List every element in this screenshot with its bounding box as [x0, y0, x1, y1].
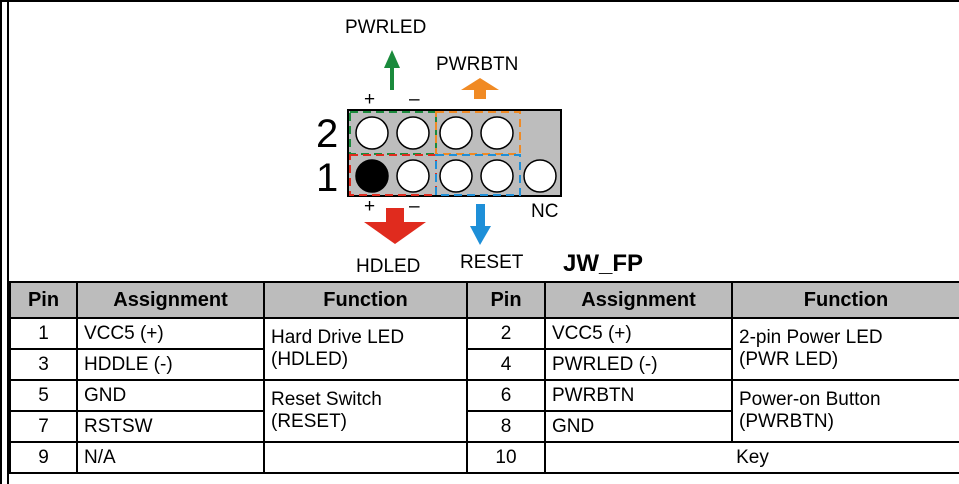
pin-3	[396, 159, 430, 193]
function-power-led: 2-pin Power LED (PWR LED)	[731, 317, 959, 381]
table-row: 1 VCC5 (+) Hard Drive LED (HDLED) 2 VCC5…	[9, 317, 959, 381]
table-header-row: Pin Assignment Function Pin Assignment F…	[9, 281, 959, 319]
row-label-2: 2	[316, 112, 339, 156]
pin-assignment: GND	[76, 379, 265, 412]
function-line: (RESET)	[271, 411, 347, 432]
minus-label-top: –	[409, 89, 420, 110]
header-function: Function	[731, 281, 959, 319]
pin-6	[439, 116, 473, 150]
pin-number: 8	[466, 410, 546, 443]
function-line: Power-on Button	[739, 389, 881, 410]
table-row: 3 HDDLE (-) 4 PWRLED (-)	[9, 348, 959, 381]
function-line: 2-pin Power LED	[739, 327, 883, 348]
nc-label: NC	[531, 201, 559, 222]
pin-number: 2	[466, 317, 546, 350]
pin-7	[480, 159, 514, 193]
pin-assignment: PWRLED (-)	[544, 348, 733, 381]
table-row: 5 GND Reset Switch (RESET) 6 PWRBTN Powe…	[9, 379, 959, 443]
function-line: (PWR LED)	[739, 349, 839, 370]
table-row: 9 N/A 10 Key	[9, 441, 959, 474]
pwrbtn-arrow-icon	[461, 78, 499, 90]
function-hard-drive-led: Hard Drive LED (HDLED)	[263, 317, 468, 381]
header-assignment: Assignment	[76, 281, 265, 319]
connector-diagram: PWRLED PWRBTN + – 2 1 + – NC HDLED RESET…	[316, 17, 644, 277]
frame-top-line	[0, 0, 959, 2]
hdled-arrow-shaft	[386, 208, 404, 222]
pin-8	[480, 116, 514, 150]
pin-assignment: VCC5 (+)	[76, 317, 265, 350]
function-line: Reset Switch	[271, 389, 382, 410]
header-assignment: Assignment	[544, 281, 733, 319]
minus-label-bottom: –	[409, 196, 420, 217]
pwrled-arrow-icon	[384, 50, 400, 68]
row-label-1: 1	[316, 156, 339, 200]
pin-assignment: RSTSW	[76, 410, 265, 443]
pin-assignment-table: Pin Assignment Function Pin Assignment F…	[9, 281, 959, 474]
function-power-button: Power-on Button (PWRBTN)	[731, 379, 959, 443]
function-line: (PWRBTN)	[739, 411, 834, 432]
pin-header-graphic	[347, 50, 562, 245]
pwrbtn-dashed-box	[435, 111, 521, 155]
plus-label-bottom: +	[364, 196, 376, 217]
table-row: 7 RSTSW 8 GND	[9, 410, 959, 443]
pin-number: 7	[9, 410, 78, 443]
connector-title: JW_FP	[563, 250, 644, 277]
pin-number: 10	[466, 441, 546, 474]
pin-assignment: PWRBTN	[544, 379, 733, 412]
pin-number: 9	[9, 441, 78, 474]
pin-5	[439, 159, 473, 193]
pin-assignment: HDDLE (-)	[76, 348, 265, 381]
pin-assignment: GND	[544, 410, 733, 443]
header-pin: Pin	[9, 281, 78, 319]
pin-assignment-key: Key	[544, 441, 959, 474]
pin-4	[396, 116, 430, 150]
frame-left-line	[0, 0, 2, 484]
pin-number: 5	[9, 379, 78, 412]
hdled-arrow-icon	[364, 222, 426, 244]
function-reset-switch: Reset Switch (RESET)	[263, 379, 468, 443]
header-pin: Pin	[466, 281, 546, 319]
header-function: Function	[263, 281, 468, 319]
pin-1-filled	[355, 159, 389, 193]
pin-number: 3	[9, 348, 78, 381]
reset-dashed-box	[435, 154, 521, 196]
function-line: (HDLED)	[271, 349, 349, 370]
frame-left-line-inner	[7, 0, 9, 484]
plus-label-top: +	[364, 89, 376, 110]
pin-assignment: VCC5 (+)	[544, 317, 733, 350]
pin-number: 1	[9, 317, 78, 350]
pin-9	[523, 159, 557, 193]
hdled-label: HDLED	[356, 256, 421, 277]
pwrbtn-arrow-shaft	[474, 89, 486, 99]
reset-arrow-shaft	[476, 204, 485, 228]
pin-number: 6	[466, 379, 546, 412]
pin-2	[355, 116, 389, 150]
reset-arrow-icon	[470, 226, 491, 245]
pwrbtn-label: PWRBTN	[436, 54, 519, 75]
pin-assignment: N/A	[76, 441, 265, 474]
empty-function-cell	[263, 441, 468, 474]
function-line: Hard Drive LED	[271, 327, 405, 348]
reset-label: RESET	[460, 252, 524, 273]
pin-number: 4	[466, 348, 546, 381]
pwrled-label: PWRLED	[345, 17, 427, 38]
